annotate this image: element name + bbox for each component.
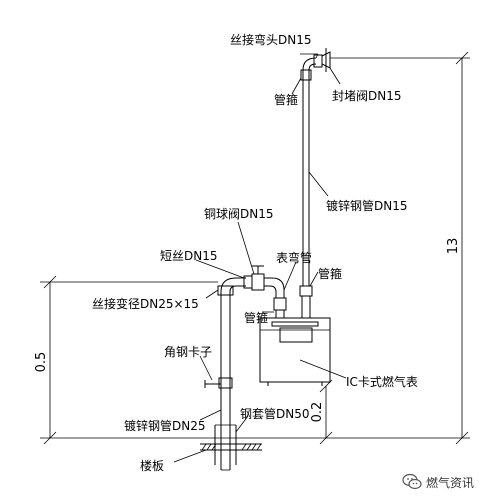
label-pipe-clamp-right: 管箍 [318, 266, 342, 281]
floor-hatch-line [251, 443, 257, 451]
dimension-total-height [330, 51, 470, 445]
pipe-coupling-lower [218, 377, 233, 389]
label-ball-valve: 铜球阀DN15 [204, 206, 274, 221]
label-short-thread: 短丝DN15 [160, 249, 218, 263]
label-thread-elbow: 丝接弯头DN15 [230, 32, 312, 47]
label-galv-pipe-dn25: 镀锌钢管DN25 [124, 418, 206, 433]
ball-valve-dn15 [251, 265, 265, 291]
floor-hatch-line [201, 443, 207, 451]
floor-hatch-line [256, 443, 262, 451]
watermark: 燃气资讯 [402, 471, 474, 493]
label-galv-pipe-dn15: 镀锌钢管DN15 [326, 198, 408, 213]
wechat-icon [402, 473, 422, 490]
angle-steel-clip [204, 380, 221, 388]
label-reducer: 丝接变径DN25×15 [92, 296, 199, 311]
label-pipe-clamp-bottom: 管箍 [244, 310, 268, 325]
dimension-branch-height [40, 275, 218, 445]
meter-outlet-pipe [299, 285, 313, 318]
reducer-elbow [217, 277, 246, 296]
pipe-coupling-upper [300, 69, 312, 81]
dimension-text-total: 13 [446, 238, 461, 255]
floor-hatch-line [241, 443, 247, 451]
riser-pipe-dn15 [300, 48, 331, 286]
dimension-text-branch: 0.5 [34, 352, 49, 373]
watermark-text: 燃气资讯 [426, 475, 475, 490]
label-cap-valve: 封堵阀DN15 [332, 89, 402, 103]
ic-card-gas-meter [259, 317, 331, 386]
label-pipe-clamp-top: 管箍 [274, 92, 298, 107]
label-meter-hose: 表弯管 [276, 250, 312, 265]
floor-slab [200, 443, 262, 451]
label-ic-meter: IC卡式燃气表 [346, 374, 418, 389]
label-floor: 楼板 [140, 458, 164, 473]
steel-sleeve [214, 424, 237, 465]
dimension-text-meter: 0.2 [310, 402, 325, 423]
riser-pipe-dn25 [220, 290, 231, 471]
elbow-fitting [313, 54, 323, 68]
floor-hatch-line [246, 443, 252, 451]
leader-lines [173, 53, 347, 463]
label-angle-clip: 角钢卡子 [164, 345, 212, 359]
floor-hatch-line [206, 443, 212, 451]
label-sleeve: 钢套管DN50 [240, 406, 310, 421]
